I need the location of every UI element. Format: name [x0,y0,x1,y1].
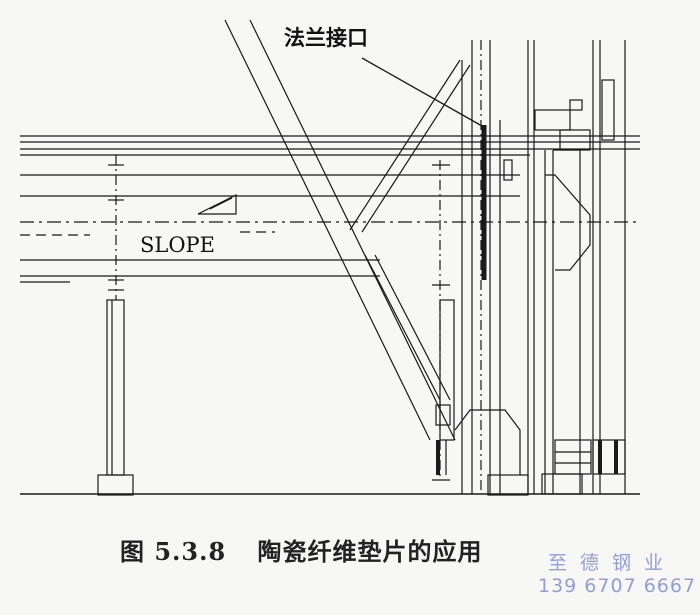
duct-base-left [554,439,592,475]
lower-diagonal-1 [364,254,441,401]
flange-label: 法兰接口 [284,26,368,50]
top-fitting-1 [534,109,571,131]
mid-column-bracket [435,404,451,426]
top-fitting-3 [601,79,615,141]
top-fitting-4 [559,129,591,151]
figure-caption: 图 5.3.8 陶瓷纤维垫片的应用 [120,532,483,567]
duct-base-right [592,439,626,475]
watermark-phone: 139 6707 6667 [538,575,697,597]
slope-hatch [209,197,233,210]
duct-base-plate [541,473,583,495]
slope-label: SLOPE [140,233,216,257]
top-fitting-2 [569,99,583,111]
caption-number: 图 5.3.8 [120,537,227,566]
flange-leader [361,57,483,127]
column-base-plate [487,474,529,496]
diagonal-brace-outer [224,19,431,441]
small-fitting [503,159,513,181]
caption-title: 陶瓷纤维垫片的应用 [257,537,483,566]
lower-diagonal-2 [374,254,451,401]
hopper-shape [545,174,591,271]
column-base-flare [454,409,521,475]
slope-triangle-icon [197,194,237,215]
left-column [106,299,125,476]
left-column-base [97,474,134,496]
diagonal-brace-inner [249,19,456,441]
short-diagonal-2 [361,64,471,233]
mid-column [439,299,455,441]
short-diagonal-1 [349,59,461,231]
watermark-company: 至德钢业 [548,552,677,574]
